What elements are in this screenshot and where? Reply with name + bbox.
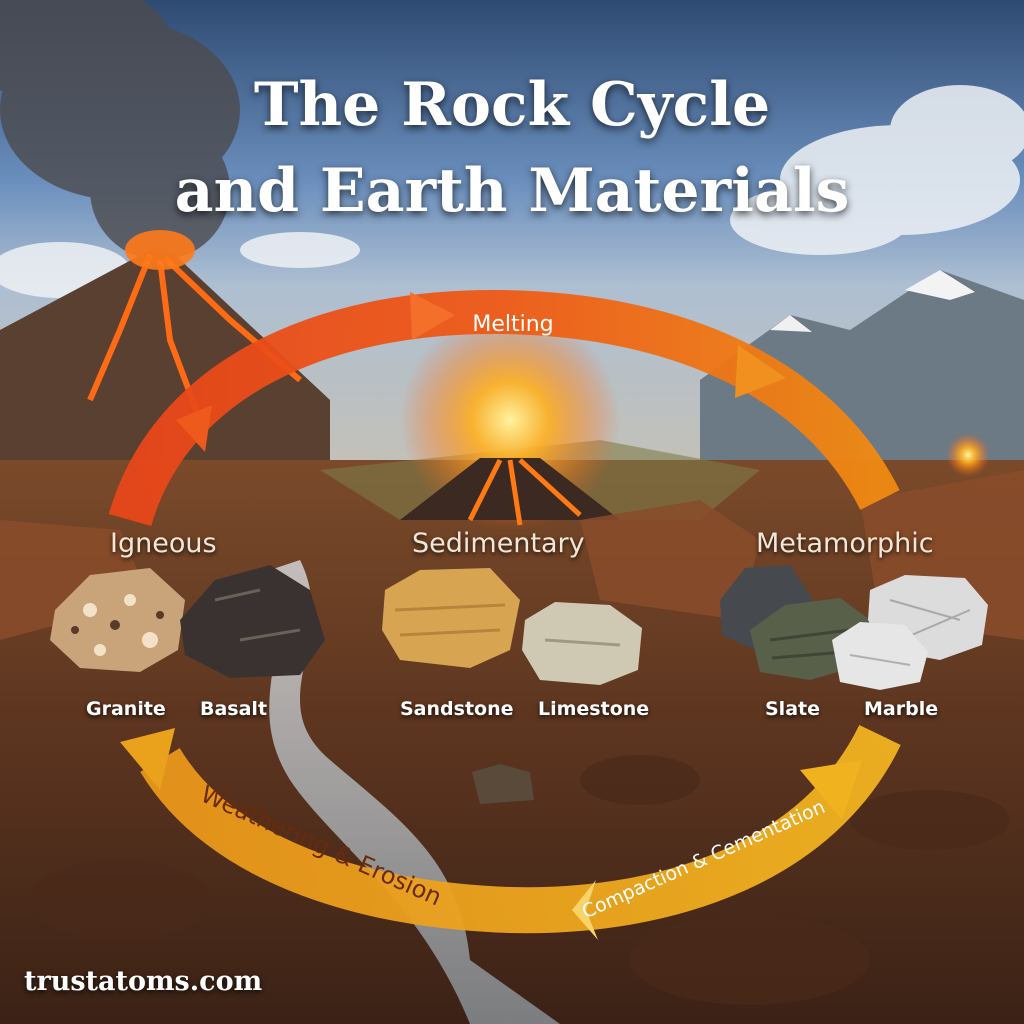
marble-rock [832,622,928,690]
igneous-heading: Igneous [110,528,217,559]
sandstone-label: Sandstone [400,698,514,720]
marble-label: Marble [864,698,939,720]
sedimentary-heading: Sedimentary [412,528,585,559]
title-line-1: The Rock Cycle [253,70,771,140]
melting-arrow-chevron-1 [410,292,455,340]
slate-label: Slate [765,698,820,720]
melting-arrow [108,289,900,527]
granite-rock [50,568,185,672]
rubble [30,755,1010,1005]
clouds [0,85,1024,298]
melting-label: Melting [472,312,553,337]
center-eruption [400,310,620,530]
cycle-bottom-arrow [140,724,901,934]
compaction-chevron [572,880,598,940]
footer-site-url: trustatoms.com [24,966,263,997]
canyon-cliffs [0,470,1024,640]
limestone-label: Limestone [538,698,650,720]
sandstone-rock [382,568,520,668]
melting-arrow-chevron-3 [176,405,212,452]
basalt-rock [180,565,325,678]
limestone-rock [522,602,642,685]
basalt-label: Basalt [200,698,268,720]
melting-arrow-chevron-2 [735,345,786,398]
volcano-left [0,250,330,480]
metamorphic-heading: Metamorphic [756,528,934,559]
mountains [700,270,1024,470]
compaction-arrowhead [800,760,862,820]
small-rock [472,764,534,804]
weathering-arrowhead [120,728,175,790]
volcano-smoke [0,0,240,260]
title-line-2: and Earth Materials [174,156,850,226]
granite-label: Granite [86,698,166,720]
